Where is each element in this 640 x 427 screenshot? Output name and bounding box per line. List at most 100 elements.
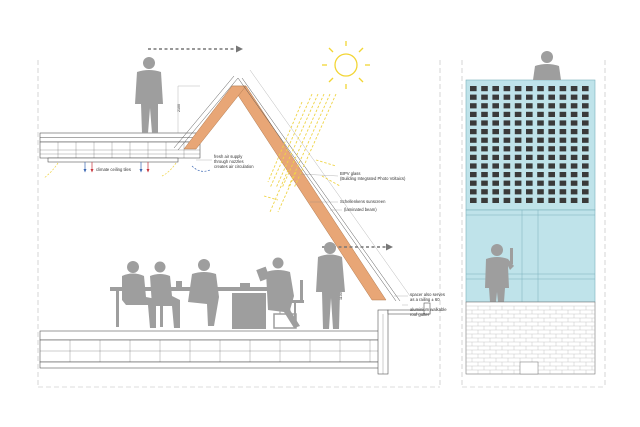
pv-cell <box>559 94 567 100</box>
office-scene <box>110 242 345 329</box>
pv-cell <box>492 197 499 203</box>
pv-cell <box>537 111 544 117</box>
building-section: climate ceiling tiles <box>37 41 447 388</box>
upper-roof-slab <box>39 132 201 163</box>
pv-cell <box>570 197 578 203</box>
pv-cell <box>481 120 488 126</box>
pv-cell <box>470 172 477 178</box>
pv-cell <box>492 154 499 160</box>
pv-cell <box>537 146 544 152</box>
pv-cell <box>548 146 555 152</box>
pv-cell <box>548 94 555 100</box>
pv-cell <box>526 154 533 160</box>
pv-cell <box>570 172 578 178</box>
fresh-air-swirls <box>43 162 211 179</box>
pv-cell <box>470 154 477 160</box>
pv-cell <box>526 197 533 203</box>
pv-cell <box>503 163 511 169</box>
pv-cell <box>526 180 533 186</box>
pv-cell <box>559 129 567 135</box>
pv-cell <box>537 154 544 160</box>
pv-cell <box>559 197 567 203</box>
pv-cell <box>526 94 533 100</box>
pv-cell <box>570 137 578 143</box>
pv-cell <box>481 154 488 160</box>
pv-cell <box>481 86 488 92</box>
pv-cell <box>514 146 522 152</box>
pv-cell <box>548 111 555 117</box>
pv-cell <box>548 163 555 169</box>
pv-cell <box>548 86 555 92</box>
pv-cell <box>470 197 477 203</box>
annotations <box>196 159 408 306</box>
pv-cell <box>514 129 522 135</box>
pv-cell <box>492 86 499 92</box>
pv-cell <box>470 137 477 143</box>
pv-cell <box>537 197 544 203</box>
pv-cell <box>514 189 522 195</box>
pv-cell <box>503 111 511 117</box>
bipv-label-2: (Building Integrated Photo Voltaics) <box>340 176 406 181</box>
pv-cell <box>470 86 477 92</box>
pv-cell <box>481 94 488 100</box>
pv-cell <box>492 137 499 143</box>
pv-cell <box>514 172 522 178</box>
pv-cell <box>492 120 499 126</box>
pv-cell <box>570 154 578 160</box>
pv-cell <box>559 137 567 143</box>
pv-cell <box>570 180 578 186</box>
arrow-head-top <box>236 45 243 53</box>
pv-cell <box>582 103 589 109</box>
pv-cell <box>559 86 567 92</box>
floor-slab <box>39 330 386 369</box>
pv-cell <box>570 111 578 117</box>
pv-cell <box>548 137 555 143</box>
pv-cell <box>559 163 567 169</box>
timber-beam <box>231 85 387 301</box>
pv-cell <box>470 129 477 135</box>
pv-cell <box>582 86 589 92</box>
pv-cell <box>559 189 567 195</box>
pv-cell <box>526 129 533 135</box>
pv-cell <box>526 146 533 152</box>
pv-cell <box>470 180 477 186</box>
pv-cell <box>582 129 589 135</box>
pv-cell <box>526 163 533 169</box>
facade-outline <box>461 60 606 388</box>
pv-cell <box>514 180 522 186</box>
pv-cell <box>492 111 499 117</box>
pv-cell <box>548 103 555 109</box>
pv-cell <box>481 172 488 178</box>
pv-cell <box>526 120 533 126</box>
pv-cell <box>548 197 555 203</box>
pv-cell <box>570 103 578 109</box>
sunscreen-label: Schellenkens sunscreen <box>340 199 386 204</box>
pv-cell <box>537 120 544 126</box>
sun-rays <box>263 93 341 213</box>
pv-cell <box>548 180 555 186</box>
pv-cell <box>492 103 499 109</box>
pv-cell <box>537 94 544 100</box>
pv-cell <box>514 94 522 100</box>
pv-cell <box>514 86 522 92</box>
pv-cell <box>537 103 544 109</box>
pv-cell <box>492 180 499 186</box>
pv-cell <box>559 111 567 117</box>
climate-ceiling-air <box>83 162 150 173</box>
pv-cell <box>470 189 477 195</box>
timber-beam-left <box>183 85 247 150</box>
pv-cell <box>503 86 511 92</box>
pv-cell <box>492 163 499 169</box>
pv-cell <box>503 146 511 152</box>
pv-cell <box>570 86 578 92</box>
person-behind-glass <box>485 244 514 302</box>
pv-cell <box>481 189 488 195</box>
svg-text:2100: 2100 <box>177 104 181 112</box>
pv-cell <box>526 189 533 195</box>
spacer-label-2: as a railing ± 60 <box>410 297 440 302</box>
sun-icon <box>322 41 370 89</box>
pv-cell <box>582 197 589 203</box>
arrow-head-lower <box>386 243 393 251</box>
pv-cell <box>570 163 578 169</box>
